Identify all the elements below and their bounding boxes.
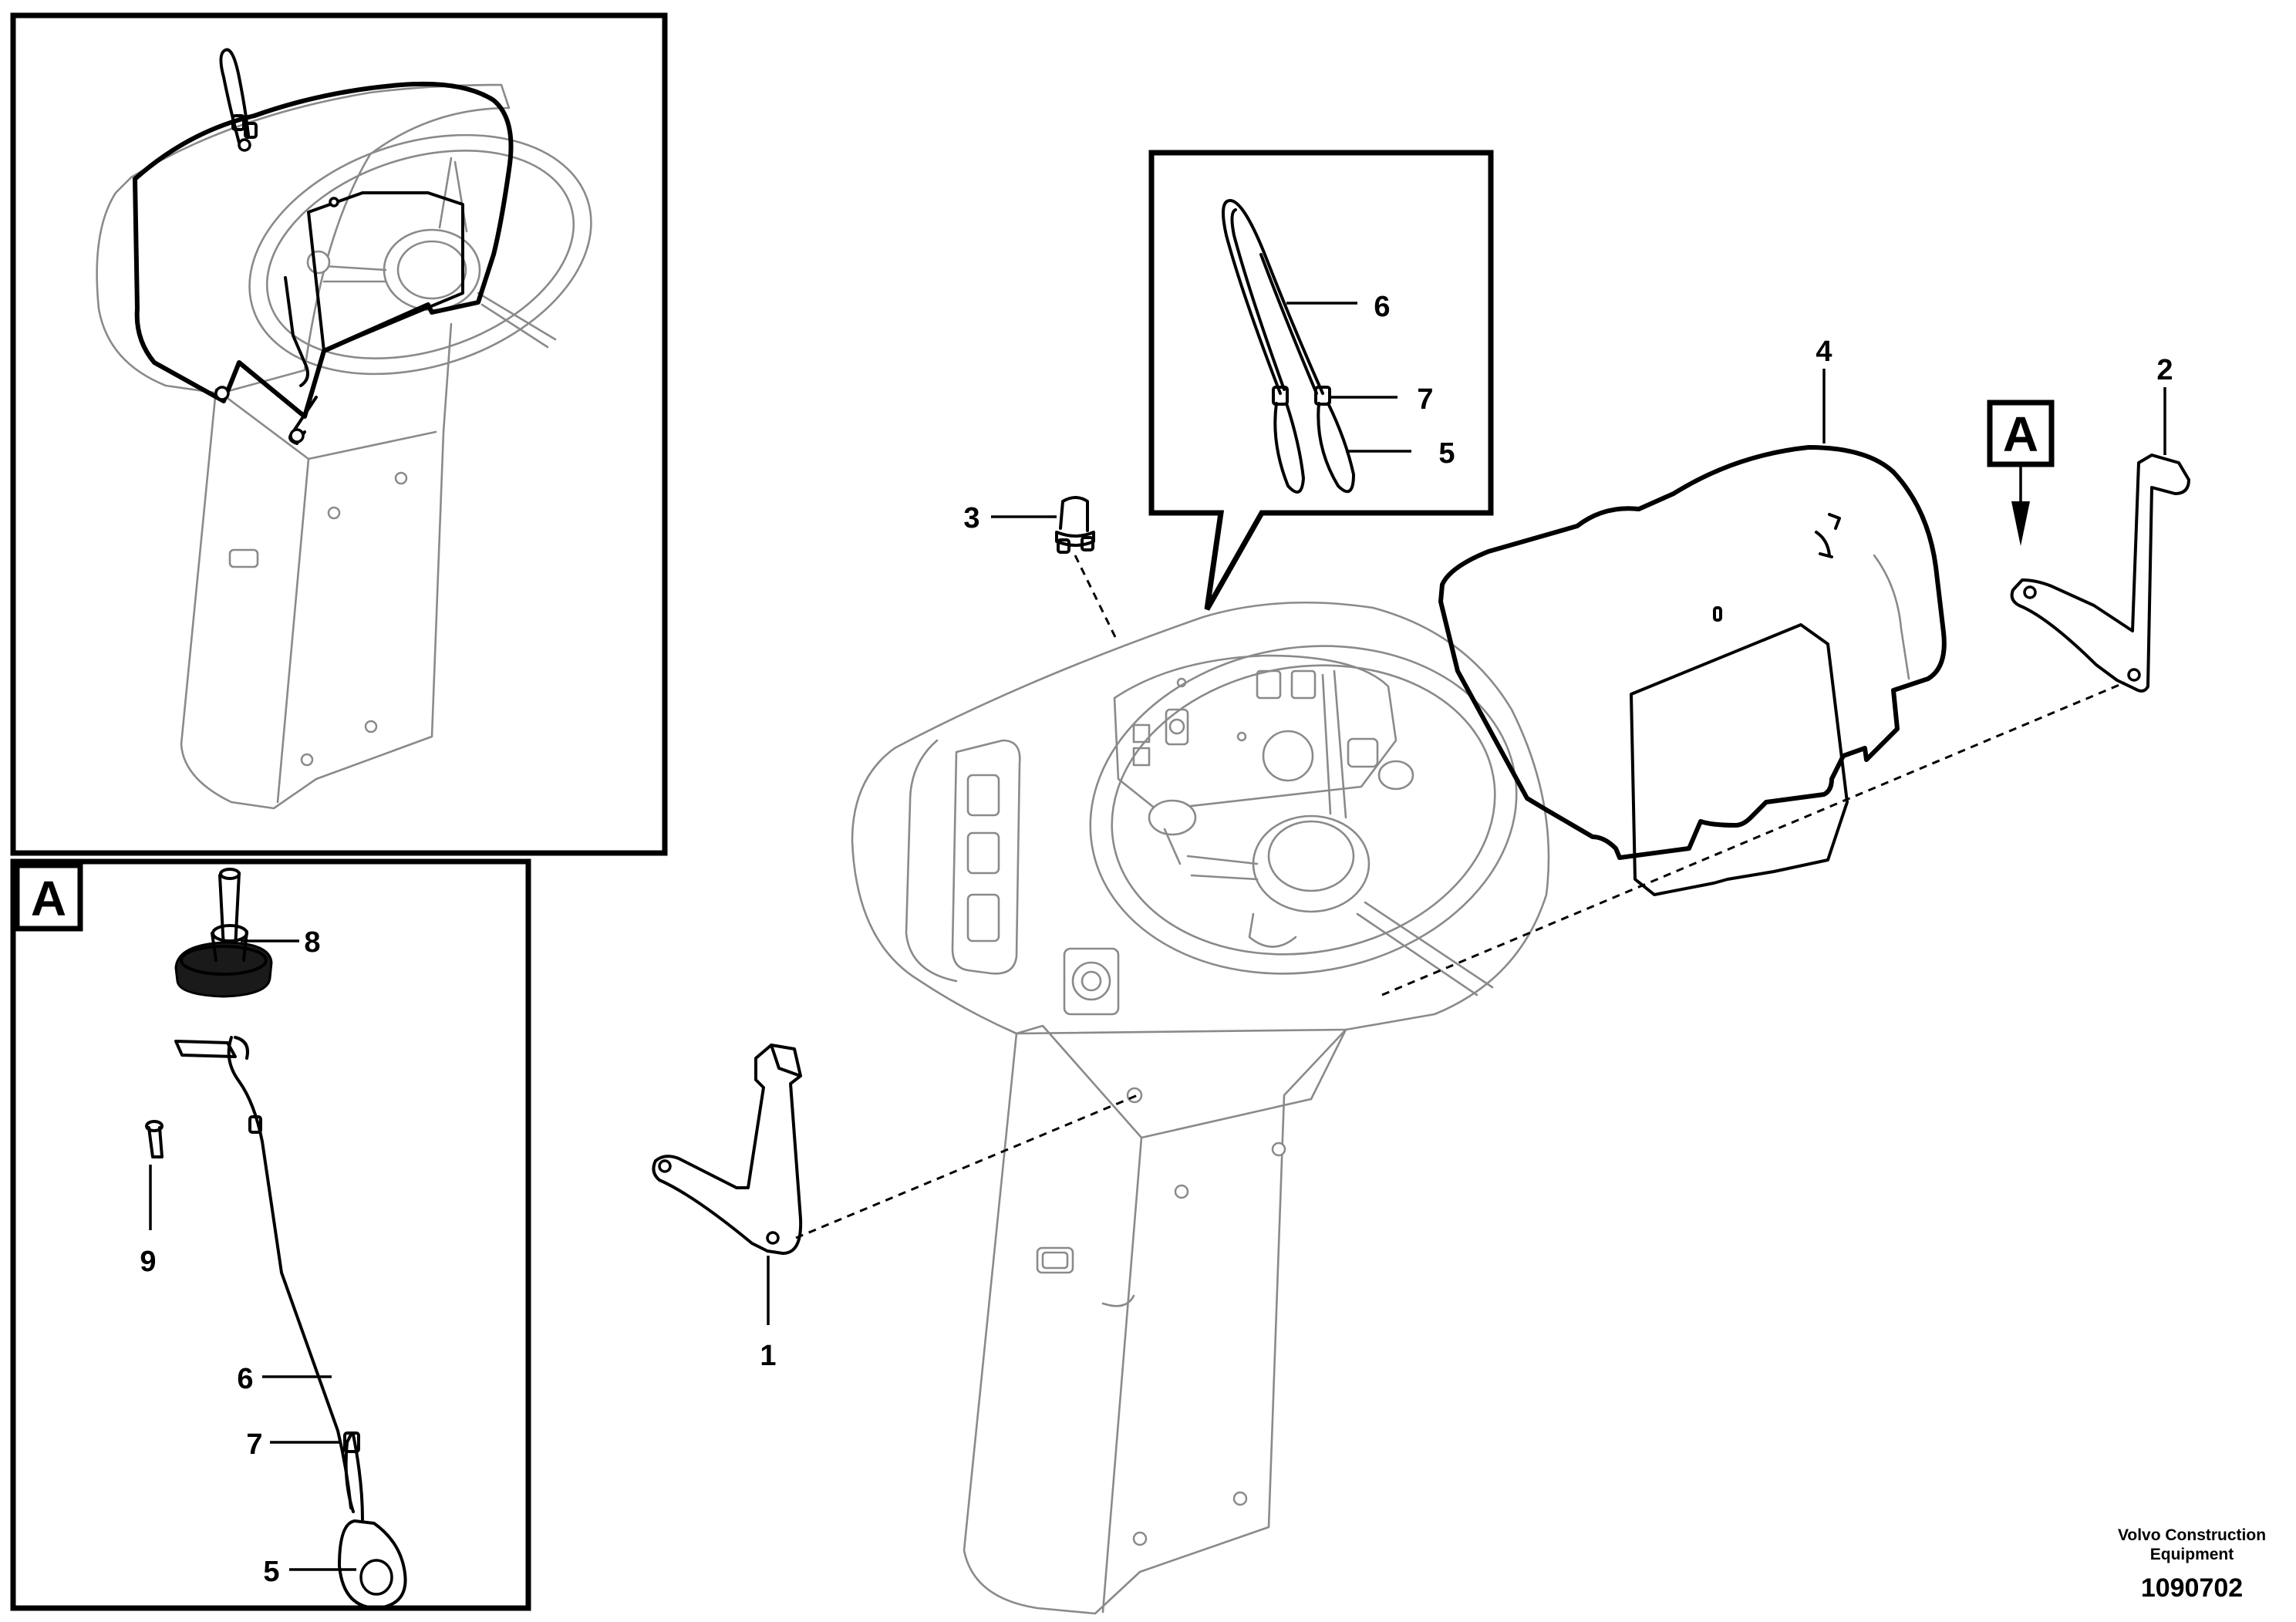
assembled-steering-wheel (248, 133, 592, 376)
assembled-view-inset (10, 12, 668, 856)
callout-1: 1 (760, 1340, 776, 1372)
u-bolt-clamp-part (1055, 496, 1095, 554)
callout-8: 8 (304, 926, 320, 959)
assembled-steering-column (180, 322, 453, 810)
view-a-arrow-head (2011, 501, 2030, 546)
drawing-footer: Volvo Construction Equipment 1090702 (2118, 1526, 2266, 1603)
bracket-right-part (2010, 454, 2190, 693)
view-a-frame (10, 858, 531, 1611)
assembled-bracket-left (284, 276, 309, 387)
callout-9: 9 (140, 1246, 156, 1278)
callout-4: 4 (1816, 336, 1832, 368)
knurled-screw-part (174, 868, 273, 998)
cover-part (1438, 445, 1947, 896)
lanyard-detail-frame (1148, 150, 1494, 611)
maker-name-line-2: Equipment (2150, 1546, 2234, 1563)
small-screw-part (145, 1120, 164, 1158)
view-a-lanyard (174, 1036, 407, 1610)
main-console-housing (851, 601, 1550, 1035)
drawing-number: 1090702 (2141, 1573, 2243, 1603)
assembled-console-housing (96, 83, 511, 395)
view-a-inset: A 8 9 6 (10, 858, 531, 1611)
callout-7-view-a: 7 (246, 1428, 262, 1461)
assembled-lanyard (219, 48, 258, 152)
callout-5-view-a: 5 (263, 1556, 279, 1588)
maker-name-line-1: Volvo Construction (2118, 1526, 2266, 1544)
main-exploded-view: 3 4 2 A (652, 336, 2190, 1615)
assembled-cover-cutout (307, 191, 464, 352)
callout-2: 2 (2156, 354, 2173, 386)
main-steering-column (963, 1024, 1347, 1615)
callout-6-view-a: 6 (237, 1363, 253, 1395)
assembly-line-clamp (1074, 555, 1118, 641)
callout-5-detail: 5 (1438, 437, 1455, 470)
assembly-line-bracket-2 (1381, 681, 2126, 996)
assembly-line-bracket-1 (795, 1094, 1138, 1239)
assembled-view-frame (10, 12, 668, 856)
detail-lanyard-part (1222, 199, 1355, 494)
lanyard-detail-callout: 6 7 5 (1148, 150, 1494, 611)
assembled-cover (133, 81, 514, 419)
view-a-label: A (31, 871, 66, 926)
callout-6-detail: 6 (1374, 291, 1390, 323)
callout-7-detail: 7 (1417, 383, 1433, 416)
view-a-marker-label: A (2003, 406, 2038, 462)
view-a-direction-marker: A (1987, 400, 2055, 546)
callout-3: 3 (963, 502, 979, 534)
view-a-label-box (14, 862, 83, 932)
main-steering-wheel (1089, 645, 1518, 996)
bracket-left-part (652, 1044, 803, 1255)
